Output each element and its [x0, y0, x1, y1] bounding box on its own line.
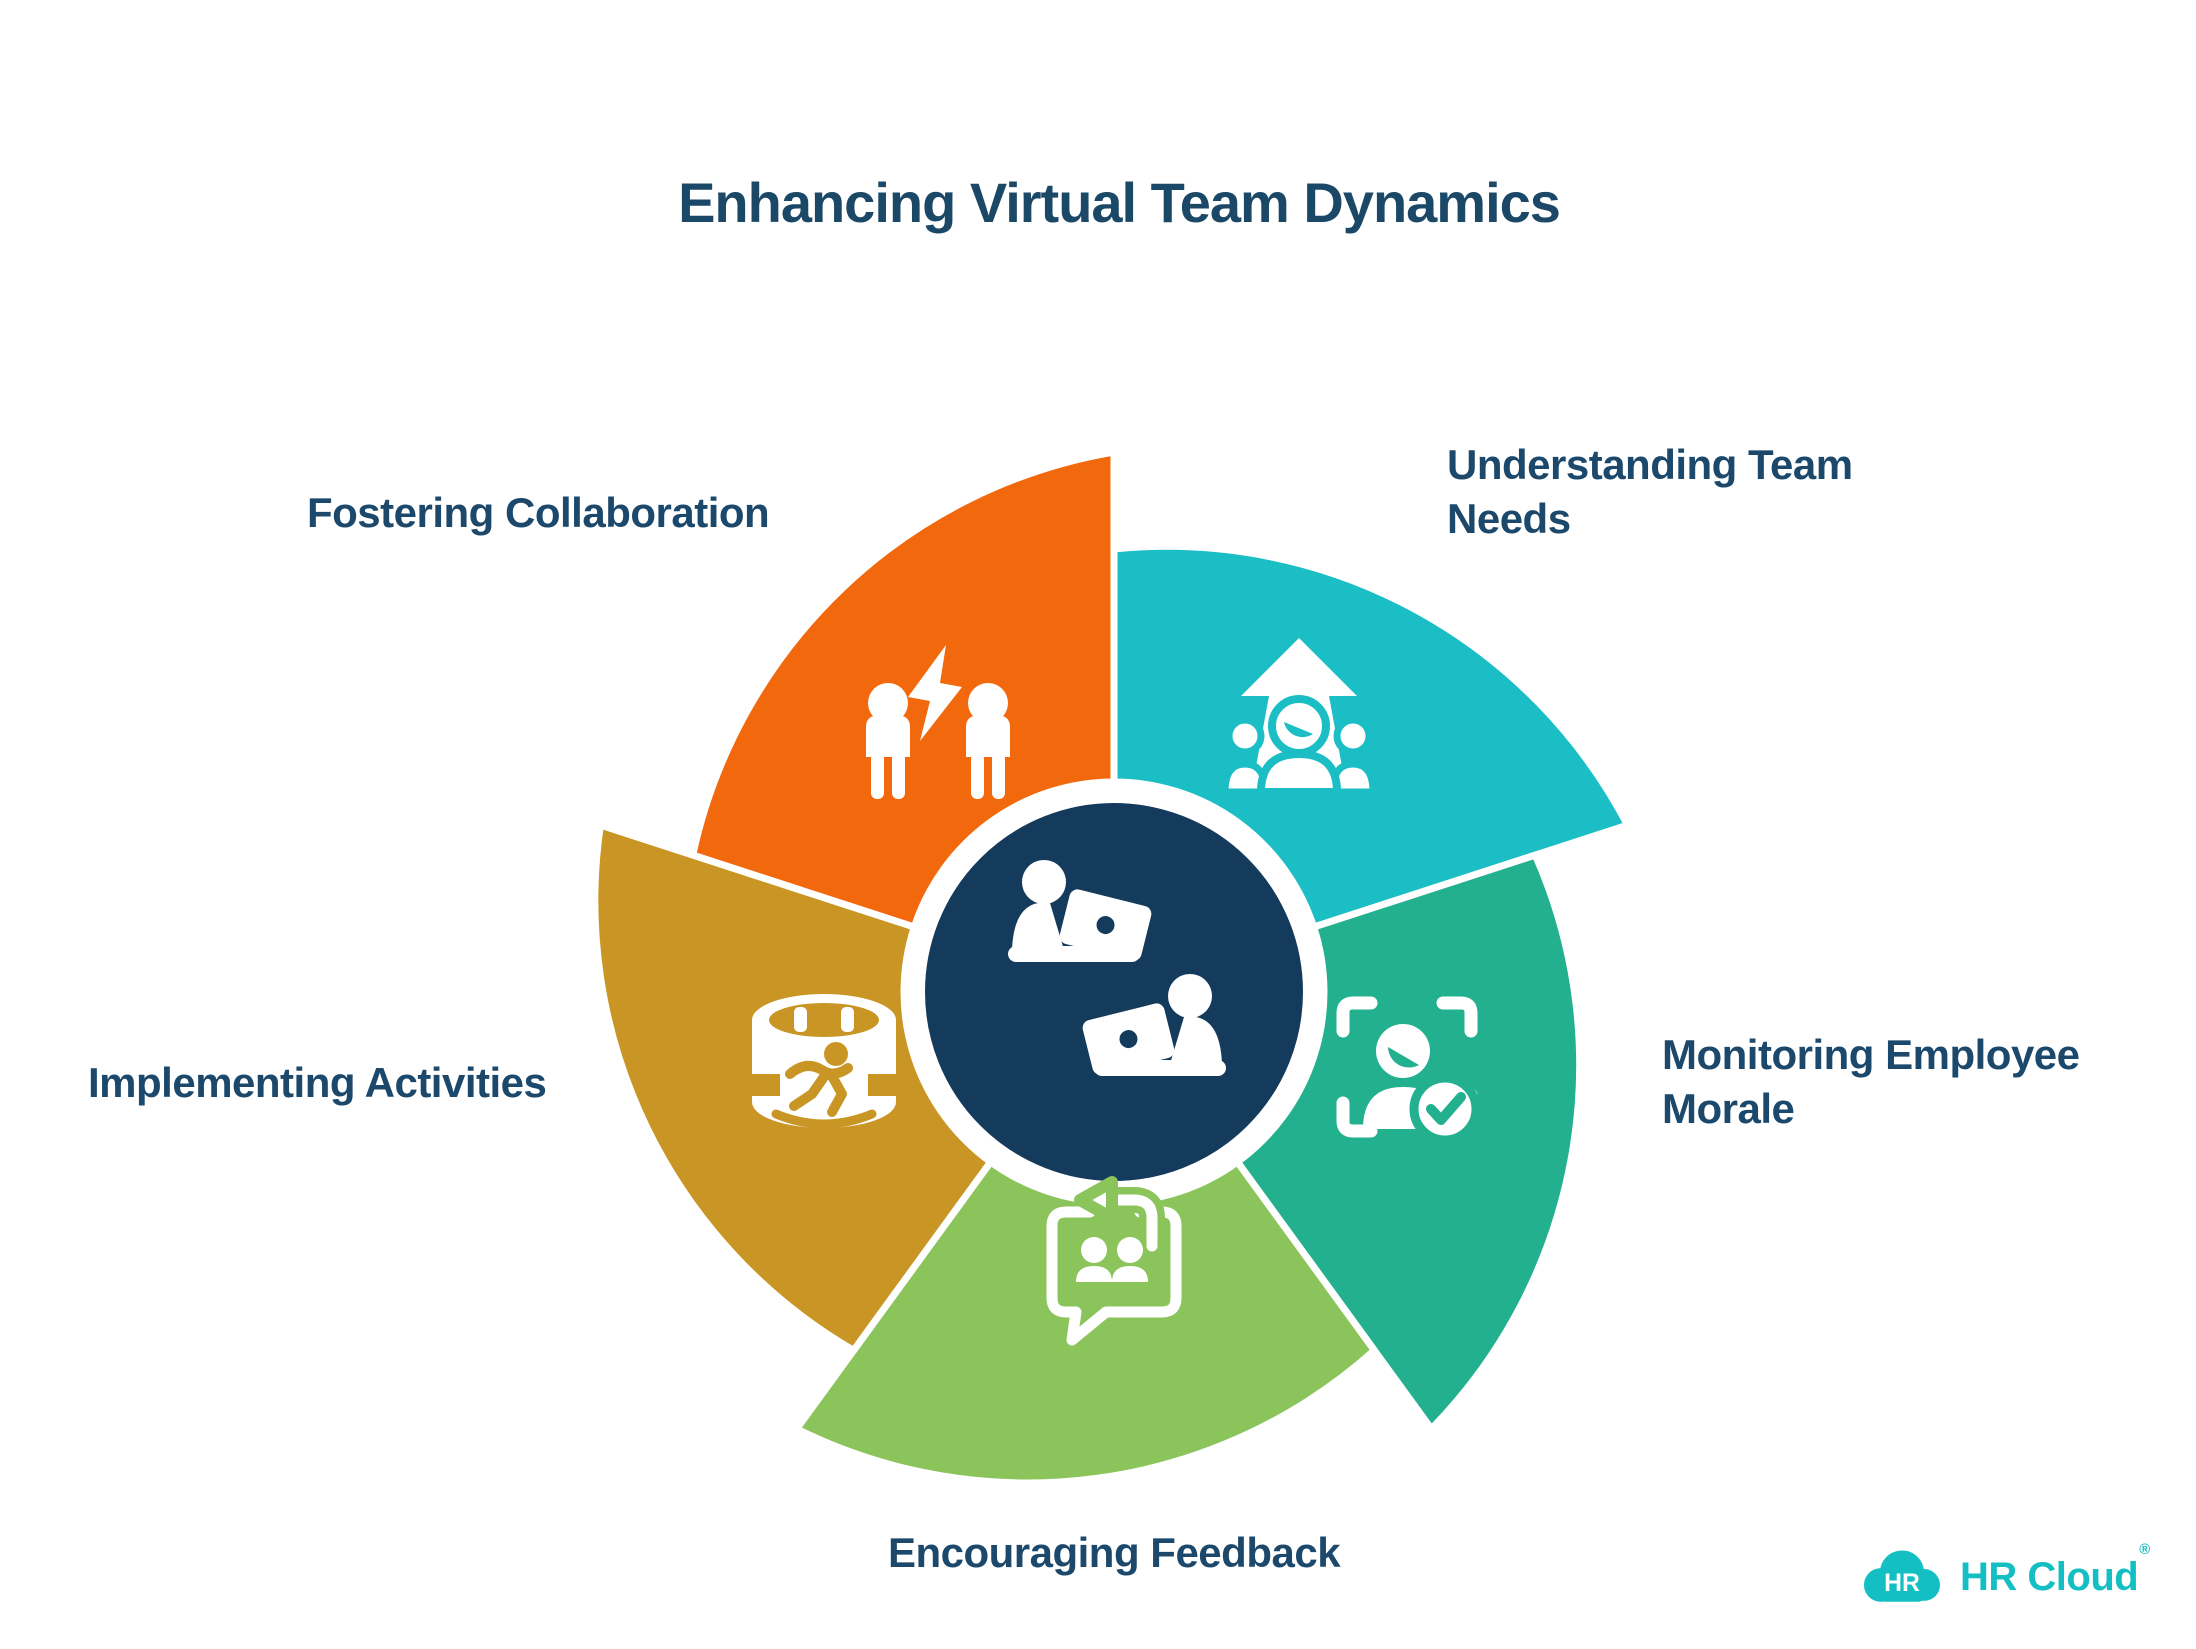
smile: [1388, 1047, 1419, 1068]
team-up-arrow-icon: [1221, 638, 1377, 796]
arena-runner-icon: [750, 994, 898, 1129]
check-mark: [1426, 1092, 1466, 1125]
arrow-head: [1074, 1176, 1118, 1224]
smile: [1284, 722, 1313, 738]
face-scan-check-icon: [1336, 996, 1481, 1145]
segment-monitoring-employee-morale-petal: [1233, 851, 1584, 1433]
label-implementing-activities: Implementing Activities: [88, 1059, 547, 1106]
hr-cloud-logo: HR HR Cloud®: [1856, 1540, 2151, 1610]
runner: [785, 1060, 853, 1117]
svg-text:HR: HR: [1884, 1570, 1920, 1597]
two-people-lightning-icon: [866, 645, 1010, 799]
hr-cloud-badge-icon: HR: [1863, 1550, 1941, 1602]
feedback-chat-people-icon: [1046, 1176, 1182, 1346]
label-monitoring-employee-morale: Monitoring Employee Morale: [1662, 1031, 2080, 1132]
label-understanding-team-needs: Understanding Team Needs: [1447, 441, 1853, 542]
segment-fostering-collaboration-petal: [689, 448, 1118, 931]
page-title: Enhancing Virtual Team Dynamics: [678, 171, 1561, 234]
remote-teamwork-laptops-icon: [1008, 860, 1226, 1076]
label-fostering-collaboration: Fostering Collaboration: [307, 489, 770, 536]
lightning-bolt: [908, 645, 962, 741]
label-encouraging-feedback: Encouraging Feedback: [887, 1529, 1341, 1576]
registered-mark: ®: [2139, 1540, 2151, 1558]
hr-cloud-wordmark: HR Cloud®: [1960, 1540, 2151, 1599]
center-circle: [913, 791, 1315, 1193]
